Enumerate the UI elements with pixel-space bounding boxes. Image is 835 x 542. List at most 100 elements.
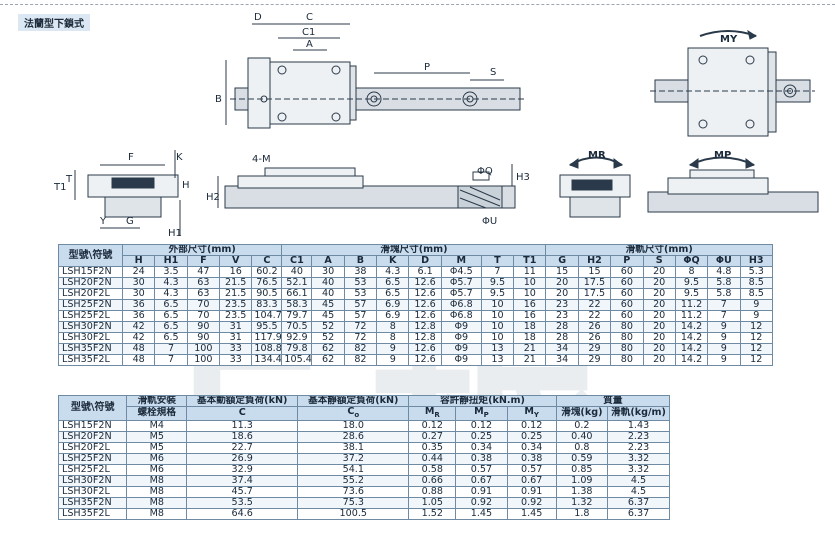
- table1-col-header: P: [610, 255, 644, 267]
- table-cell: 52: [311, 332, 345, 344]
- table-cell: Φ9: [440, 321, 482, 333]
- table-cell: 0.92: [455, 496, 508, 509]
- table-cell: 10: [480, 299, 515, 311]
- table-cell: 82: [343, 354, 378, 366]
- table-cell: 0.38: [506, 452, 557, 465]
- table-cell: 8: [674, 266, 709, 278]
- table-cell: 9: [376, 343, 410, 355]
- table-cell: 23.5: [219, 310, 253, 322]
- table-cell: 2.23: [607, 441, 670, 454]
- table-cell: 7: [707, 310, 741, 322]
- side-view-drawing: [217, 164, 516, 209]
- table-cell: 60: [610, 266, 644, 278]
- table-cell: 17.5: [577, 277, 612, 289]
- table2-sub-block-mass: 滑塊(kg): [555, 406, 609, 421]
- table1-col-header: G: [545, 255, 579, 267]
- table-cell: 5.8: [707, 288, 741, 300]
- dim-label-s: S: [490, 67, 496, 78]
- table-cell: 42: [121, 332, 156, 344]
- table-cell: 20: [642, 299, 676, 311]
- table-cell: 21.5: [219, 288, 253, 300]
- table-cell: 72: [343, 332, 378, 344]
- table-cell: 48: [121, 343, 156, 355]
- table-cell: 76.5: [251, 277, 283, 289]
- table-cell: 1.45: [506, 507, 557, 520]
- table-cell: 9: [707, 354, 741, 366]
- dim-label-g: G: [126, 216, 134, 227]
- table-cell: 11.3: [186, 419, 299, 432]
- section-title: 法蘭型下鎖式: [18, 14, 90, 31]
- table-cell: 66.1: [281, 288, 313, 300]
- table-cell: 100: [186, 343, 221, 355]
- model-cell: LSH35F2L: [58, 354, 123, 366]
- table1-col-header: T1: [513, 255, 547, 267]
- dim-label-phiu: ΦU: [482, 216, 497, 227]
- technical-drawings: D C C1 A B P S F K T1 T H Y G H1 4-M H2 …: [53, 12, 819, 239]
- table2-header-moment: 容許靜扭矩(kN.m): [408, 395, 557, 407]
- table-cell: 92.9: [281, 332, 313, 344]
- table-cell: 6.37: [607, 496, 670, 509]
- table-cell: 58.3: [281, 299, 313, 311]
- table-cell: 20: [642, 343, 676, 355]
- table-cell: 6.5: [154, 321, 188, 333]
- table-cell: 12.6: [408, 288, 442, 300]
- table-cell: 16: [513, 310, 547, 322]
- dim-label-4m: 4-M: [252, 154, 271, 165]
- table-cell: 8: [376, 321, 410, 333]
- table2-header-rail-install: 滑軌安裝: [126, 395, 188, 407]
- table-cell: 60: [610, 277, 644, 289]
- table-cell: 80: [610, 332, 644, 344]
- model-cell: LSH25F2L: [57, 463, 128, 476]
- table-cell: 20: [642, 321, 676, 333]
- table1-col-header: T: [480, 255, 515, 267]
- table-cell: 8: [376, 332, 410, 344]
- table-cell: 31: [219, 321, 253, 333]
- table-cell: 7: [154, 343, 188, 355]
- table-cell: 34: [545, 354, 579, 366]
- table2-sub-dynamic: C: [186, 406, 299, 421]
- table-cell: 40: [311, 277, 345, 289]
- dim-label-d: D: [254, 12, 262, 23]
- table-cell: 16: [513, 299, 547, 311]
- table-cell: 26: [577, 332, 612, 344]
- table-cell: 34: [545, 343, 579, 355]
- table-cell: 1.05: [408, 496, 457, 509]
- table-cell: 80: [610, 343, 644, 355]
- table-cell: M5: [126, 430, 188, 443]
- table1-col-header: C: [251, 255, 283, 267]
- table-cell: 14.2: [674, 332, 709, 344]
- table-cell: 12.6: [408, 299, 442, 311]
- table-cell: 33: [219, 343, 253, 355]
- table2-header-dynamic: 基本動額定負荷(kN): [186, 395, 299, 407]
- table-cell: 0.85: [555, 463, 609, 476]
- dim-label-b: B: [215, 94, 222, 105]
- table-cell: 38: [343, 266, 378, 278]
- table-cell: 12: [739, 321, 774, 333]
- dim-label-t: T: [65, 174, 73, 185]
- table-cell: 20: [642, 288, 676, 300]
- table-cell: 20: [642, 354, 676, 366]
- table-cell: 28: [545, 332, 579, 344]
- table-cell: 0.67: [455, 474, 508, 487]
- table-cell: 30: [121, 277, 156, 289]
- table-cell: 60: [610, 288, 644, 300]
- table-cell: 20: [642, 277, 676, 289]
- table-cell: 45: [311, 299, 345, 311]
- table-cell: 0.12: [455, 419, 508, 432]
- table-cell: 105.4: [281, 354, 313, 366]
- table-cell: 134.4: [251, 354, 283, 366]
- table-cell: 33: [219, 354, 253, 366]
- table-cell: 21.5: [219, 277, 253, 289]
- table-cell: 70.5: [281, 321, 313, 333]
- table1-col-header: H2: [577, 255, 612, 267]
- table-cell: 90: [186, 332, 221, 344]
- table-cell: 36: [121, 299, 156, 311]
- table-cell: 8.5: [739, 277, 774, 289]
- table-cell: 1.09: [555, 474, 609, 487]
- table-cell: 60: [610, 310, 644, 322]
- table-cell: 63: [186, 288, 221, 300]
- table-cell: M5: [126, 441, 188, 454]
